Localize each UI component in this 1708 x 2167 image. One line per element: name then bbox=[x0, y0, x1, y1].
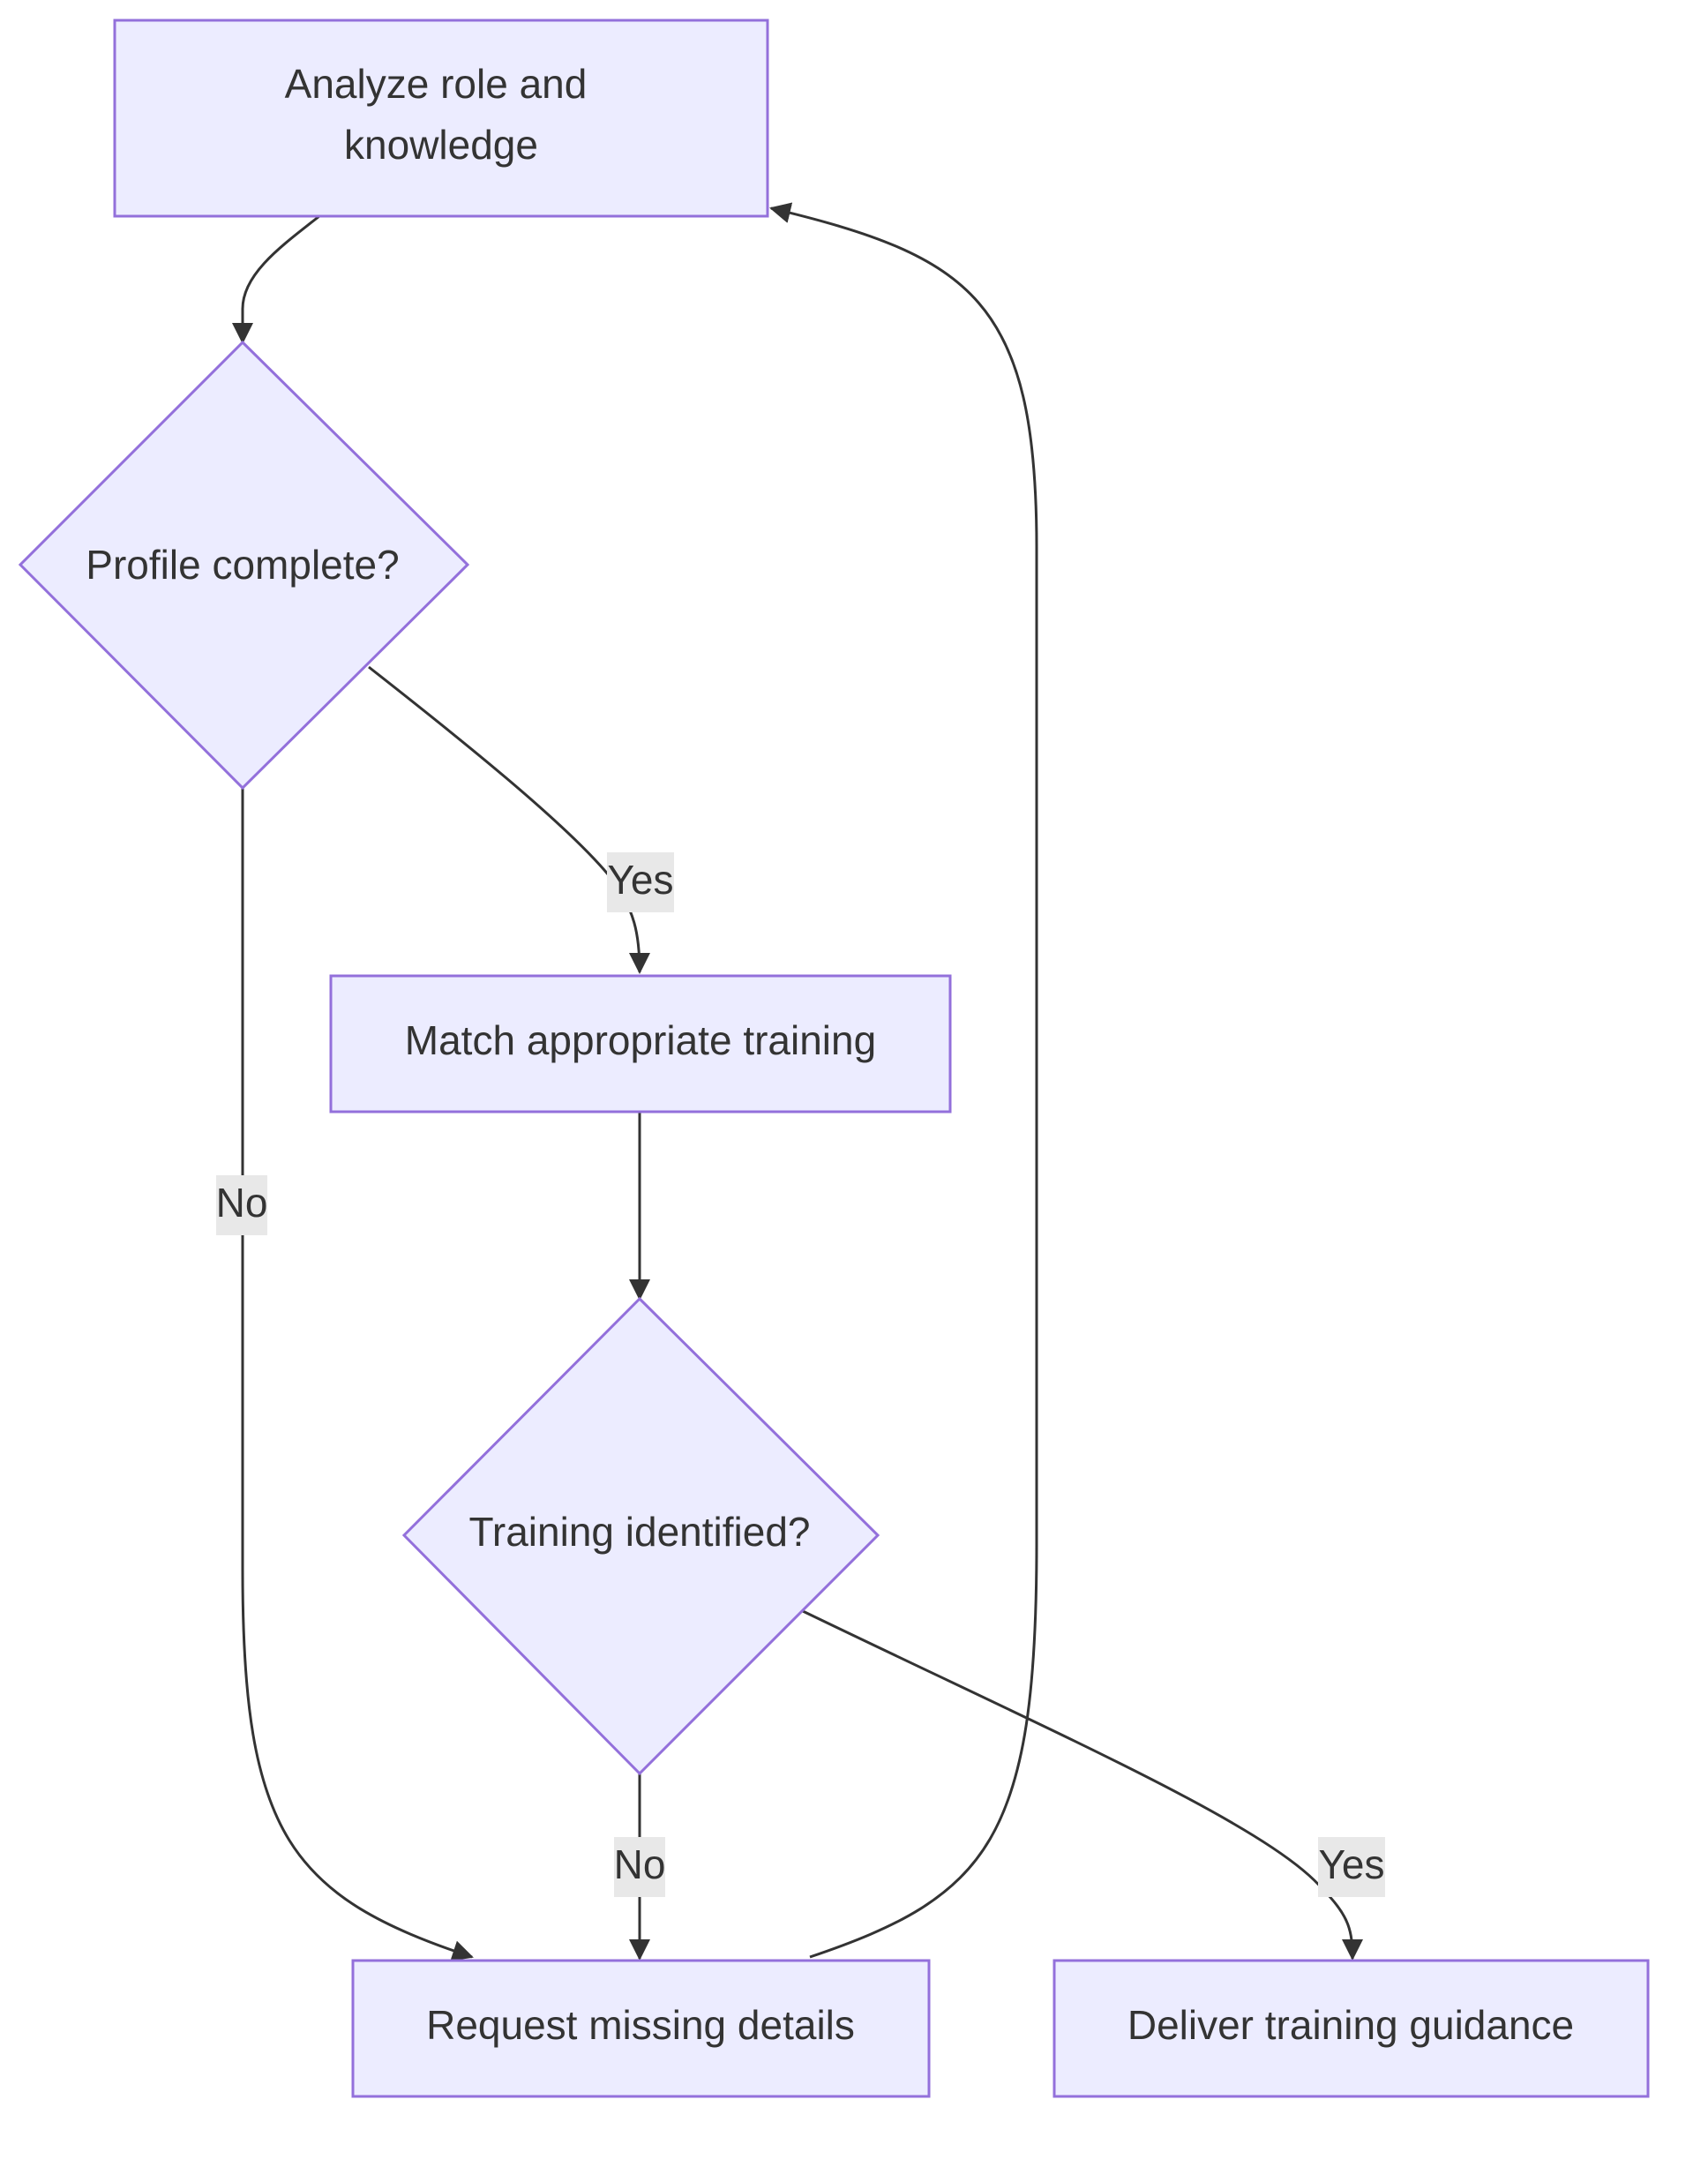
edge-analyze-to-profile bbox=[232, 214, 320, 344]
edge-profile-no bbox=[241, 788, 474, 1961]
edge-label-identified-no-text: No bbox=[614, 1841, 666, 1887]
decision-profile-complete: Profile complete? bbox=[18, 340, 470, 791]
decision-profile-complete-label: Profile complete? bbox=[86, 542, 399, 588]
edge-label-profile-no-text: No bbox=[216, 1180, 268, 1226]
node-analyze-label-line2: knowledge bbox=[344, 122, 538, 168]
decision-training-identified: Training identified? bbox=[401, 1296, 880, 1776]
edge-request-to-analyze bbox=[769, 202, 1038, 1959]
node-deliver-guidance: Deliver training guidance bbox=[1053, 1959, 1650, 2098]
edge-label-identified-yes-text: Yes bbox=[1318, 1841, 1384, 1887]
node-request-details: Request missing details bbox=[351, 1959, 931, 2098]
edge-label-profile-yes-text: Yes bbox=[607, 857, 673, 903]
node-analyze-label-line1: Analyze role and bbox=[285, 61, 588, 107]
edge-label-identified-yes: Yes bbox=[1318, 1837, 1385, 1897]
node-request-details-label: Request missing details bbox=[426, 2002, 855, 2048]
node-match-training: Match appropriate training bbox=[329, 974, 952, 1113]
decision-training-identified-label: Training identified? bbox=[469, 1509, 811, 1555]
edge-profile-yes bbox=[368, 665, 650, 974]
node-deliver-guidance-label: Deliver training guidance bbox=[1127, 2002, 1574, 2048]
edge-identified-yes bbox=[802, 1609, 1363, 1961]
node-analyze-role: Analyze role and knowledge bbox=[113, 19, 769, 218]
edge-label-profile-no: No bbox=[216, 1175, 268, 1235]
edge-label-identified-no: No bbox=[614, 1837, 666, 1897]
edge-label-profile-yes: Yes bbox=[607, 852, 674, 912]
node-match-training-label: Match appropriate training bbox=[405, 1017, 876, 1063]
